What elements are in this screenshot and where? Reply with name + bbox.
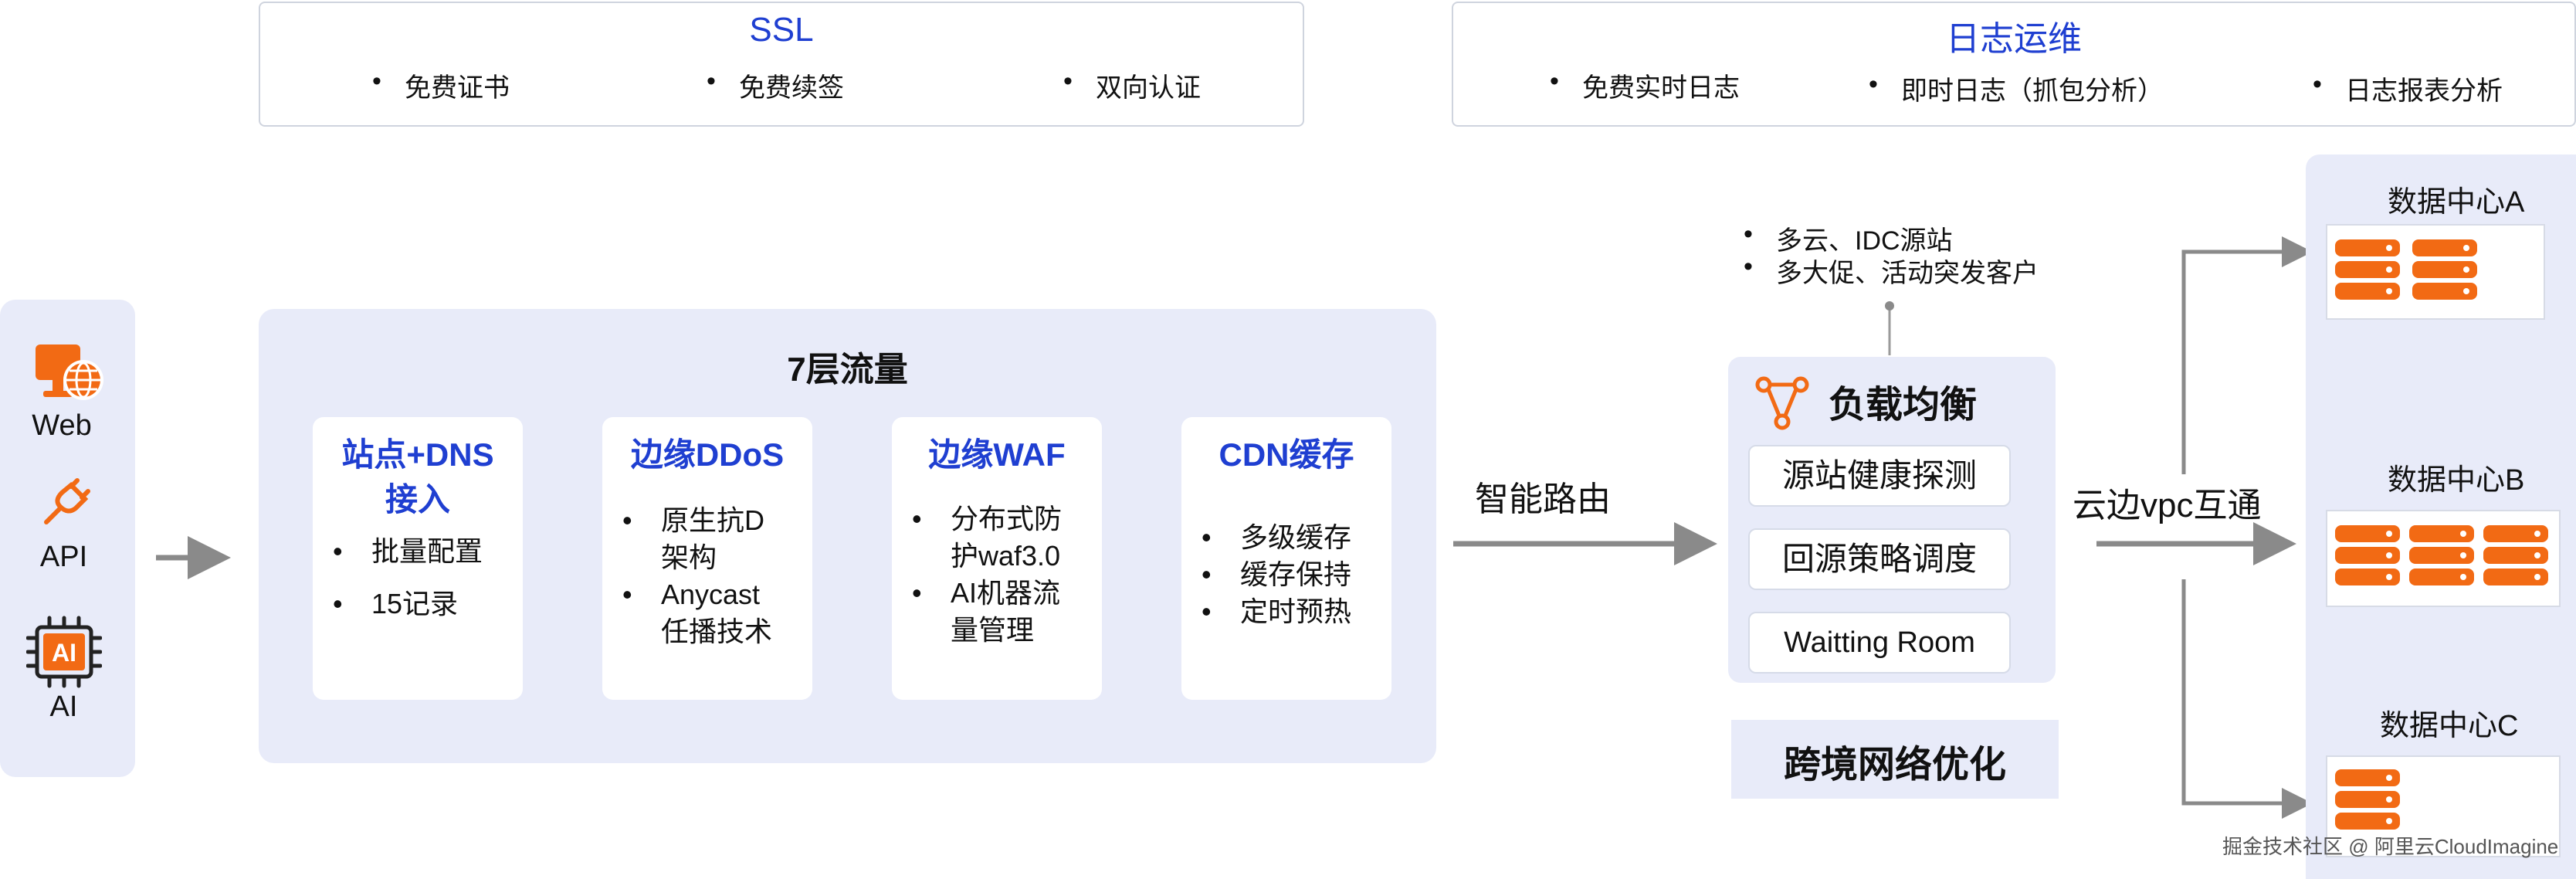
logs-item: 日志报表分析 bbox=[2313, 70, 2503, 107]
card-title: 边缘WAF bbox=[928, 436, 1066, 473]
list-item: 原生抗D 架构 bbox=[602, 502, 812, 576]
server-unit-icon bbox=[2335, 568, 2400, 585]
server-unit-icon bbox=[2335, 813, 2400, 830]
origin-note: 多大促、活动突发客户 bbox=[1744, 252, 2039, 290]
logs-item: 免费实时日志 bbox=[1550, 66, 1740, 104]
server-unit-icon bbox=[2483, 547, 2548, 564]
list-item: 批量配置 bbox=[313, 533, 523, 570]
card-title: CDN缓存 bbox=[1219, 436, 1354, 473]
server-unit-icon bbox=[2483, 525, 2548, 542]
logs-box: 日志运维 免费实时日志 即时日志（抓包分析） 日志报表分析 bbox=[1452, 2, 2576, 127]
lb-title: 负载均衡 bbox=[1829, 385, 1978, 426]
server-unit-icon bbox=[2335, 791, 2400, 808]
web-globe-icon bbox=[36, 344, 103, 400]
watermark: 掘金技术社区 @ 阿里云CloudImagine bbox=[2222, 835, 2559, 858]
server-unit-icon bbox=[2409, 568, 2474, 585]
load-balancer-panel: 负载均衡 源站健康探测 回源策略调度 Waitting Room bbox=[1728, 357, 2056, 683]
card-edge-ddos: 边缘DDoS 原生抗D 架构 Anycast 任播技术 bbox=[602, 417, 812, 700]
lb-waiting-room: Waitting Room bbox=[1748, 612, 2011, 674]
card-edge-waf: 边缘WAF 分布式防 护waf3.0 AI机器流 量管理 bbox=[892, 417, 1102, 700]
logs-title: 日志运维 bbox=[1946, 20, 2082, 58]
svg-text:AI: AI bbox=[52, 639, 76, 667]
routing-label: 智能路由 bbox=[1475, 480, 1611, 518]
list-item: 多级缓存 bbox=[1181, 519, 1391, 556]
ssl-item: 免费证书 bbox=[372, 66, 510, 104]
card-list: 多级缓存 缓存保持 定时预热 bbox=[1181, 519, 1391, 630]
cross-border-label: 跨境网络优化 bbox=[1783, 745, 2006, 786]
load-balancer-icon bbox=[1755, 376, 1809, 430]
logs-item: 即时日志（抓包分析） bbox=[1869, 70, 2164, 107]
server-unit-icon bbox=[2335, 547, 2400, 564]
server-unit-icon bbox=[2335, 261, 2400, 278]
cross-border-box: 跨境网络优化 bbox=[1731, 720, 2059, 799]
server-unit-icon bbox=[2412, 261, 2477, 278]
lb-health-check: 源站健康探测 bbox=[1748, 445, 2011, 507]
dc-title-c: 数据中心C bbox=[2380, 710, 2519, 742]
server-unit-icon bbox=[2335, 525, 2400, 542]
ssl-item: 双向认证 bbox=[1063, 66, 1201, 104]
client-panel: Web API AI AI bbox=[0, 300, 135, 777]
list-item: AI机器流 量管理 bbox=[892, 575, 1102, 649]
list-item: 定时预热 bbox=[1181, 593, 1391, 630]
list-item: 缓存保持 bbox=[1181, 556, 1391, 593]
ssl-title: SSL bbox=[749, 11, 814, 49]
ssl-box: SSL 免费证书 免费续签 双向认证 bbox=[259, 2, 1304, 127]
client-label-api: API bbox=[39, 541, 88, 573]
card-cdn-cache: CDN缓存 多级缓存 缓存保持 定时预热 bbox=[1181, 417, 1391, 700]
list-item: 15记录 bbox=[313, 585, 523, 623]
list-item: 分布式防 护waf3.0 bbox=[892, 501, 1102, 575]
server-unit-icon bbox=[2412, 239, 2477, 256]
server-unit-icon bbox=[2409, 547, 2474, 564]
layer7-panel: 7层流量 站点+DNS 接入 批量配置 15记录 边缘DDoS 原生抗D 架构 … bbox=[259, 309, 1436, 763]
card-list: 原生抗D 架构 Anycast 任播技术 bbox=[602, 502, 812, 650]
arrow-to-dc-a bbox=[2181, 236, 2313, 474]
vpc-label: 云边vpc互通 bbox=[2073, 487, 2262, 524]
list-item: Anycast 任播技术 bbox=[602, 576, 812, 650]
client-label-web: Web bbox=[32, 409, 92, 442]
server-unit-icon bbox=[2335, 239, 2400, 256]
plug-icon bbox=[44, 478, 90, 524]
card-title: 边缘DDoS bbox=[630, 436, 785, 473]
server-unit-icon bbox=[2483, 568, 2548, 585]
card-list: 批量配置 15记录 bbox=[313, 533, 523, 623]
card-site-dns: 站点+DNS 接入 批量配置 15记录 bbox=[313, 417, 523, 700]
server-unit-icon bbox=[2412, 283, 2477, 300]
dc-title-b: 数据中心B bbox=[2388, 464, 2525, 497]
server-unit-icon bbox=[2409, 525, 2474, 542]
lb-origin-scheduling: 回源策略调度 bbox=[1748, 528, 2011, 590]
ai-chip-icon: AI bbox=[26, 616, 102, 688]
origin-note: 多云、IDC源站 bbox=[1744, 219, 1952, 257]
card-list: 分布式防 护waf3.0 AI机器流 量管理 bbox=[892, 501, 1102, 649]
ssl-item: 免费续签 bbox=[707, 66, 844, 104]
card-title: 站点+DNS 接入 bbox=[341, 436, 494, 518]
layer7-title: 7层流量 bbox=[787, 351, 908, 389]
dc-title-a: 数据中心A bbox=[2388, 186, 2525, 219]
arrow-to-dc-c bbox=[2181, 579, 2313, 819]
client-label-ai: AI bbox=[49, 691, 78, 723]
server-unit-icon bbox=[2335, 769, 2400, 786]
server-unit-icon bbox=[2335, 283, 2400, 300]
